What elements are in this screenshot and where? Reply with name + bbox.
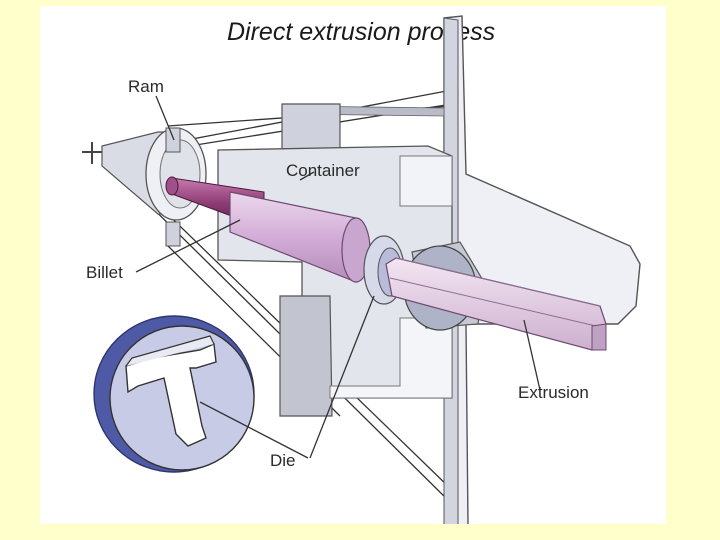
leader-extrusion — [523, 319, 541, 391]
label-container: Container — [286, 161, 360, 180]
leader-billet — [135, 219, 241, 273]
leader-ram — [155, 95, 175, 141]
diagram-panel: Direct extrusion process — [40, 6, 666, 524]
callout-lines — [135, 95, 541, 459]
leader-die — [309, 295, 375, 459]
leader-die-inset — [199, 401, 309, 459]
label-die: Die — [270, 451, 296, 470]
label-billet: Billet — [86, 263, 123, 282]
extrusion-diagram: Direct extrusion process — [82, 15, 641, 524]
label-ram: Ram — [128, 77, 164, 96]
leader-container — [299, 171, 315, 181]
die-inset — [93, 315, 255, 473]
label-extrusion: Extrusion — [518, 383, 589, 402]
extrusion-bar — [385, 257, 607, 351]
ram-rod-end — [165, 176, 179, 196]
